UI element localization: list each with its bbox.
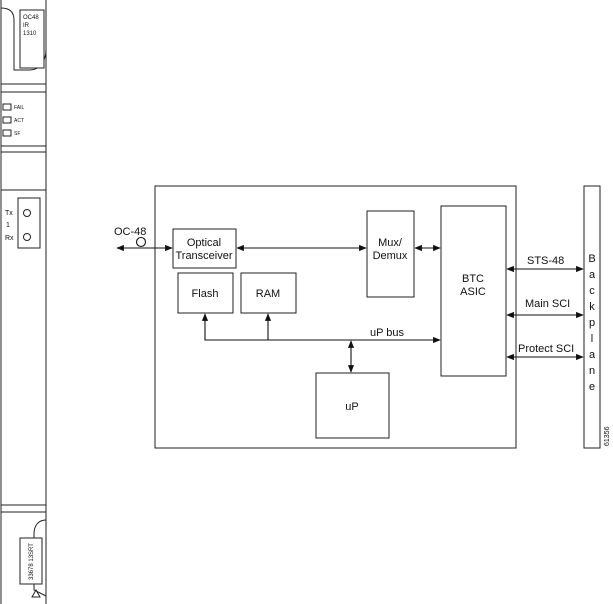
- btc-asic-block: [440, 205, 507, 377]
- card-label-panel: [19, 9, 45, 69]
- led-act: [2, 116, 12, 124]
- mux-demux-block: [366, 210, 415, 298]
- bottom-label-panel: [19, 537, 43, 585]
- up-bus-line: [201, 313, 441, 344]
- warning-triangle-icon: [31, 588, 41, 598]
- port-label-tx: Tx: [5, 210, 13, 217]
- main-sci-label: Main SCI: [525, 298, 570, 310]
- up-block: [315, 372, 390, 439]
- figure-id: 61356: [604, 426, 611, 446]
- btc-label: BTC: [462, 273, 484, 285]
- optical-port-panel: [17, 197, 41, 249]
- backplane-letter: B: [588, 253, 595, 265]
- backplane-letter: l: [591, 333, 593, 345]
- oc48-port-icon: [135, 236, 147, 248]
- ram-block: [240, 272, 297, 314]
- led-label-act: ACT: [14, 118, 24, 124]
- demux-label: Demux: [373, 250, 408, 262]
- up-bus-label: uP bus: [370, 327, 405, 339]
- led-label-fail: FAIL: [14, 105, 25, 111]
- ram-label: RAM: [256, 288, 280, 300]
- led-sf: [2, 129, 12, 137]
- backplane-letter: k: [589, 301, 595, 313]
- asic-label: ASIC: [460, 286, 486, 298]
- oc48-label: OC-48: [114, 226, 146, 238]
- optical-label: Optical: [187, 237, 221, 249]
- backplane-letter: p: [589, 317, 595, 329]
- up-label: uP: [345, 401, 358, 413]
- sts48-label: STS-48: [527, 255, 564, 267]
- optical-transceiver-block: [172, 228, 237, 269]
- rx-port-icon: [23, 233, 31, 241]
- port-label-rx: Rx: [5, 235, 14, 242]
- backplane-letter: a: [589, 349, 596, 361]
- backplane-letter: c: [589, 285, 595, 297]
- flash-block: [177, 272, 234, 314]
- led-fail: [2, 103, 12, 111]
- bottom-card-label: 33678 13SRT: [29, 543, 35, 580]
- transceiver-label: Transceiver: [175, 250, 232, 262]
- backplane-letter: n: [589, 365, 595, 377]
- backplane-block: [583, 185, 601, 449]
- flash-label: Flash: [192, 288, 219, 300]
- card-label-line-3: 1310: [23, 31, 37, 37]
- led-label-sf: SF: [14, 131, 20, 137]
- card-faceplate: [0, 0, 47, 604]
- card-label-line-1: OC48: [23, 15, 39, 21]
- backplane-letter: e: [589, 381, 595, 393]
- protect-sci-label: Protect SCI: [518, 343, 574, 355]
- mux-label: Mux/: [378, 237, 403, 249]
- backplane-letter: a: [589, 269, 596, 281]
- port-label-1: 1: [6, 222, 10, 229]
- tx-port-icon: [23, 209, 31, 217]
- card-label-line-2: IR: [23, 23, 30, 29]
